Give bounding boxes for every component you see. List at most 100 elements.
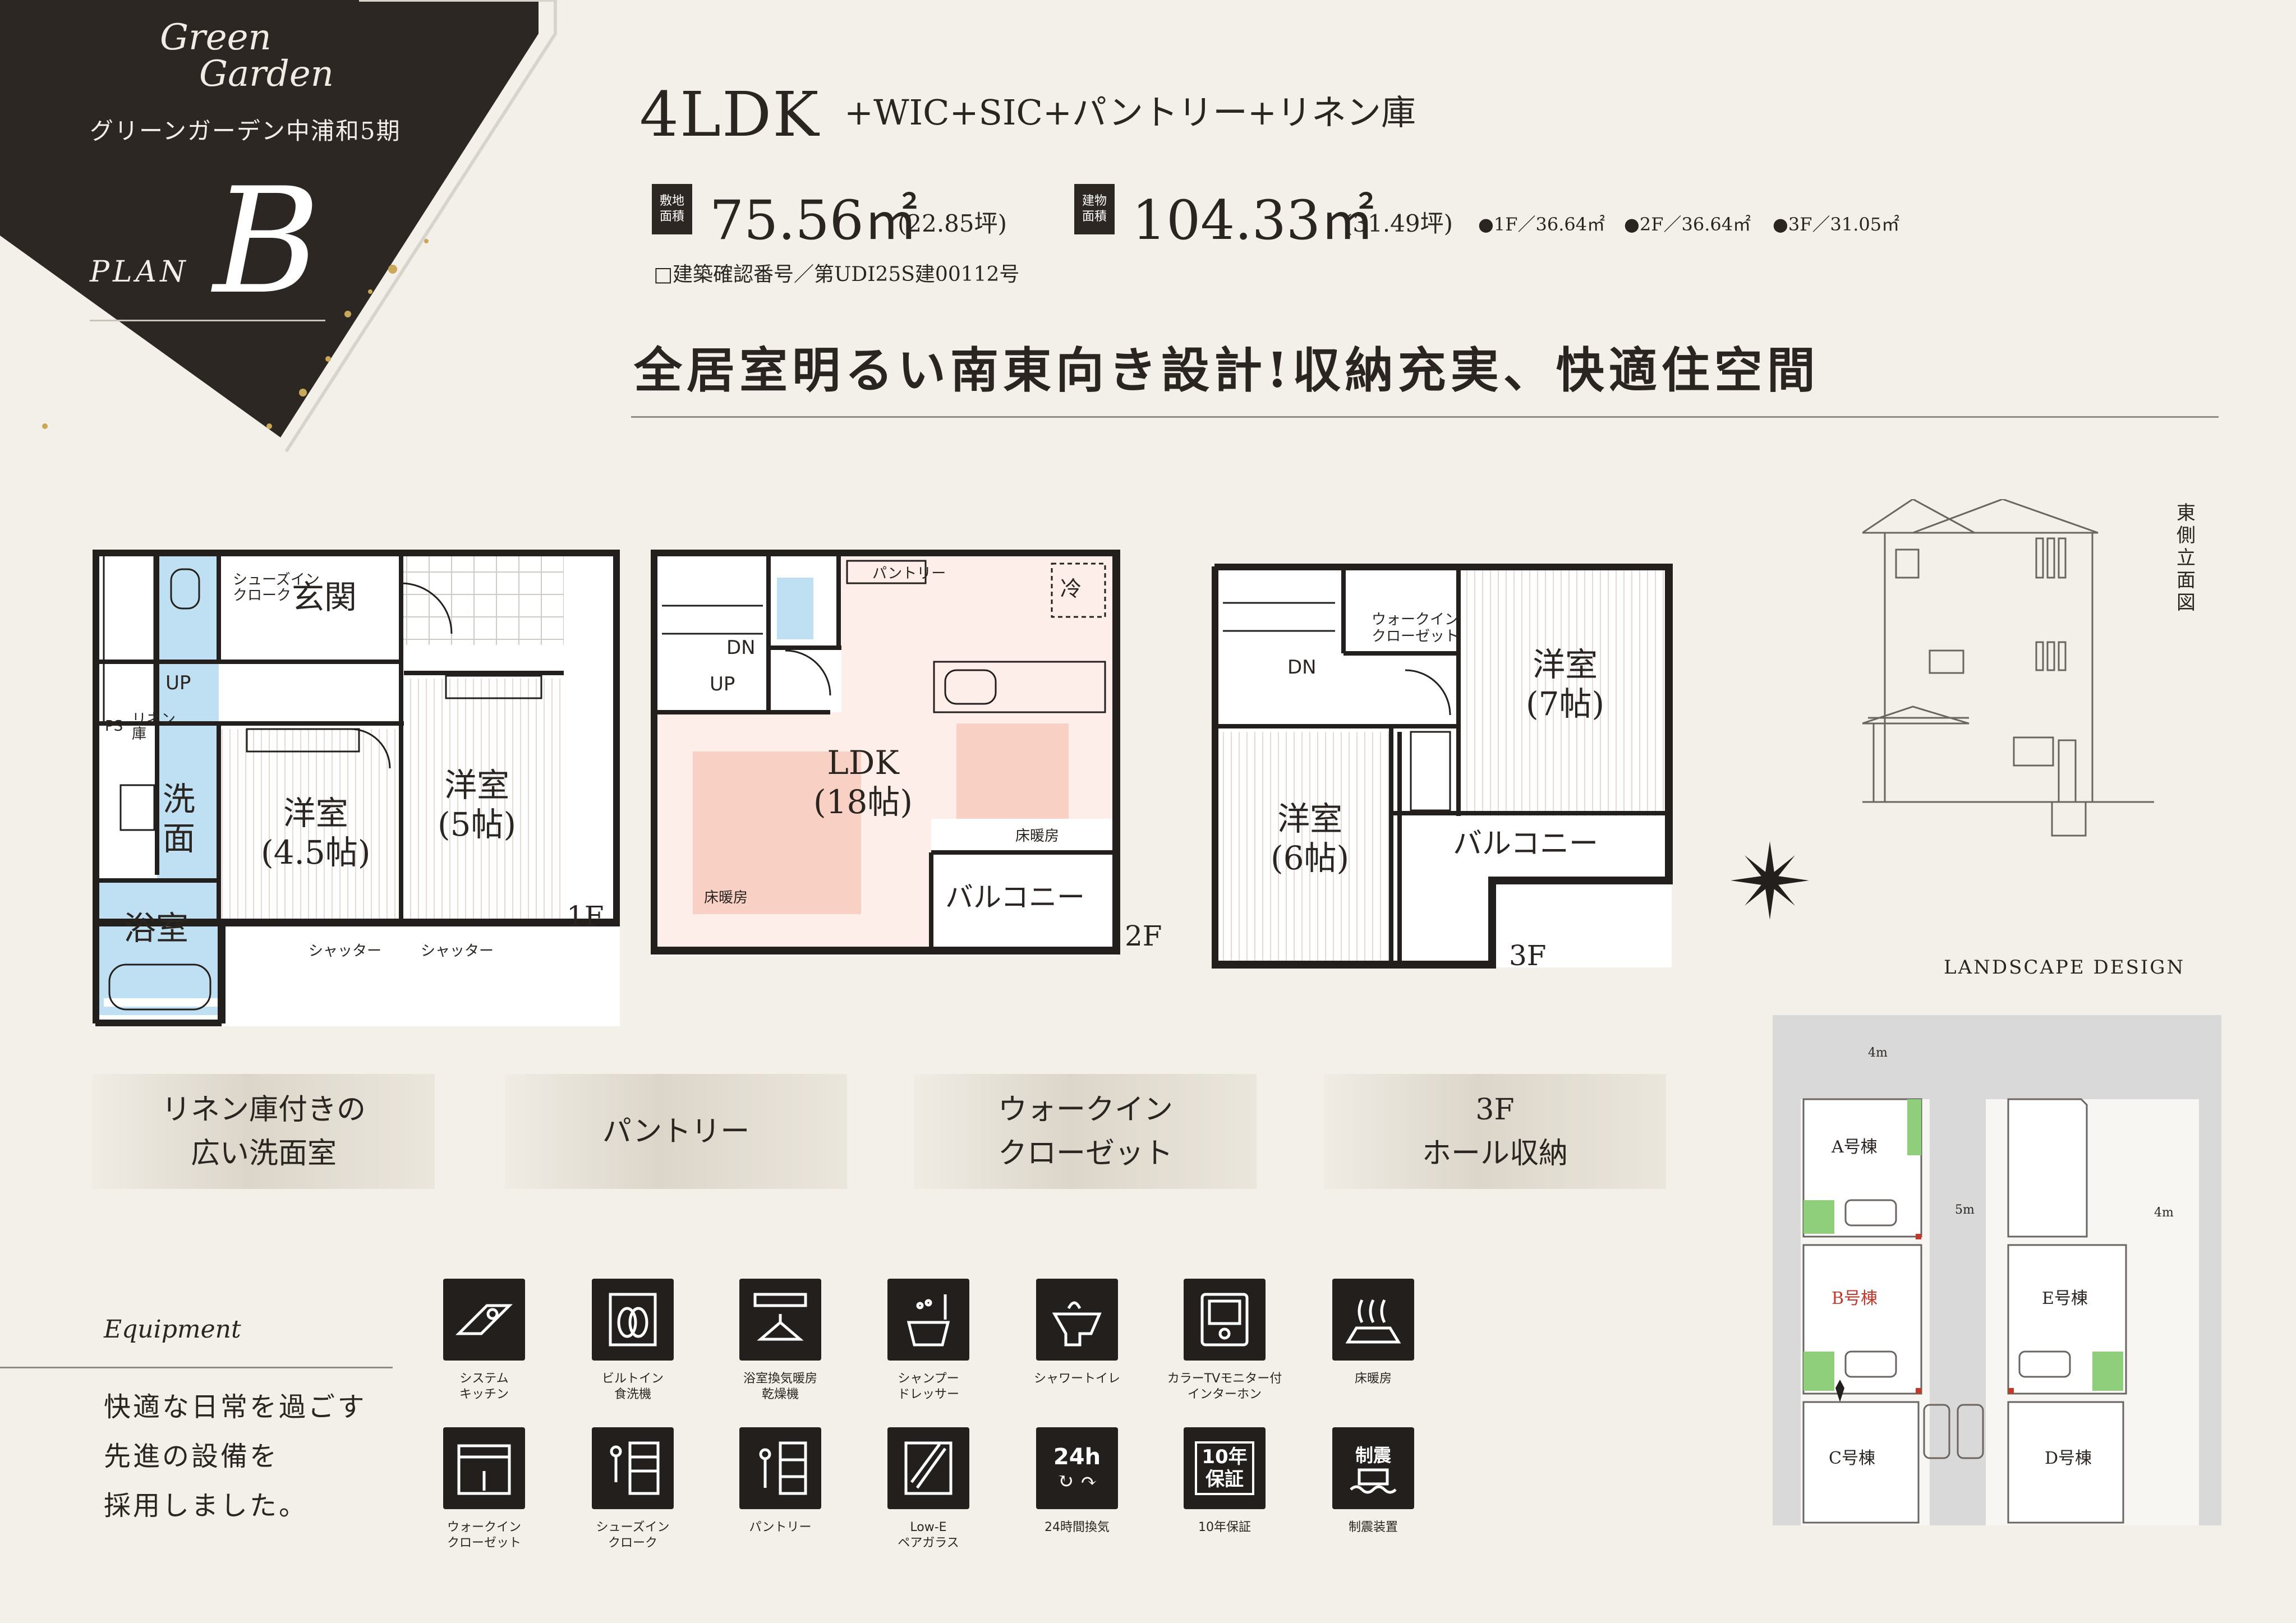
seismic-text: 制震 — [1355, 1445, 1391, 1466]
ps-label: PS — [105, 718, 123, 735]
landscape-design-title: LANDSCAPE DESIGN — [1944, 956, 2185, 979]
entrance-label: 玄関 — [292, 578, 357, 616]
compass-icon — [1731, 841, 1809, 920]
warranty-line1: 10年 — [1202, 1446, 1248, 1468]
equip-label-11: Low-E ペアガラス — [867, 1520, 990, 1551]
up-label-2f: UP — [710, 673, 735, 695]
shutter-label-2: シャッター — [421, 943, 494, 960]
equip-label-5: シャワートイレ — [1015, 1371, 1139, 1387]
floor-area-1f: ●1F／36.64㎡ — [1478, 214, 1605, 235]
ventilation-24h-text: 24h — [1053, 1444, 1101, 1470]
western-room-a-name: 洋室 — [283, 794, 348, 832]
equip-13-l1: 10年保証 — [1198, 1520, 1251, 1534]
lot-d-label: D号棟 — [2045, 1449, 2092, 1468]
up-label: UP — [165, 672, 191, 694]
equip-label-3: 浴室換気暖房乾燥機 — [719, 1371, 842, 1403]
lot-a-label: A号棟 — [1832, 1137, 1878, 1157]
land-area-badge: 敷地 面積 — [652, 184, 692, 234]
western-room-3b-size: (6帖) — [1271, 839, 1350, 877]
feature-4-line1: 3F — [1475, 1092, 1515, 1127]
dishwasher-icon — [592, 1279, 674, 1361]
equip-14-l1: 制震装置 — [1348, 1520, 1398, 1534]
floor-tag-1f: 1F — [567, 900, 604, 933]
brand-logo-text-top: Green — [160, 17, 272, 58]
washroom-line1: 洗 — [163, 780, 196, 818]
equip-1-l1: システム — [459, 1372, 509, 1386]
dn-label-2f: DN — [726, 637, 756, 659]
equip-label-2: ビルトイン食洗機 — [571, 1371, 694, 1403]
feature-walk-in-closet: ウォークインクローゼット — [914, 1074, 1257, 1189]
equip-8-l1: ウォークイン — [447, 1520, 521, 1534]
floor-tag-3f: 3F — [1509, 939, 1547, 972]
western-room-4-5-label: 洋室 (4.5帖) — [261, 794, 371, 872]
western-room-b-name: 洋室 — [444, 766, 510, 804]
project-name: グリーンガーデン中浦和5期 — [90, 117, 401, 145]
equip-3-l1: 浴室換気暖房 — [743, 1372, 817, 1386]
ldk-name: LDK — [827, 744, 899, 782]
shoe-closet-label: シューズイン クローク — [233, 572, 320, 603]
equip-2-l1: ビルトイン — [601, 1372, 664, 1386]
floorplan-2f-drawing — [650, 548, 1120, 956]
feature-3-line1: ウォークイン — [997, 1092, 1173, 1127]
land-area-value: 75.56㎡ — [710, 189, 918, 252]
feature-1-line1: リネン庫付きの — [161, 1092, 366, 1127]
plan-letter: B — [213, 157, 321, 326]
dn-label-3f: DN — [1287, 656, 1317, 679]
bathroom-label: 浴室 — [123, 909, 189, 947]
plan-word: PLAN — [90, 255, 189, 289]
warranty-icon: 10年 保証 — [1184, 1427, 1266, 1509]
equip-11-l2: ペアガラス — [898, 1536, 959, 1550]
floor-area-2f: ●2F／36.64㎡ — [1624, 214, 1751, 235]
equip-label-4: シャンプードレッサー — [867, 1371, 990, 1403]
washroom-line2: 面 — [163, 819, 196, 857]
equip-label-6: カラーTVモニター付インターホン — [1163, 1371, 1286, 1403]
equip-label-9: シューズインクローク — [571, 1520, 694, 1551]
feature-linen-washroom: リネン庫付きの広い洗面室 — [93, 1074, 435, 1189]
road-width-center: 5m — [1955, 1203, 1975, 1217]
building-area-value: 104.33㎡ — [1132, 189, 1374, 252]
floorplan-3f: DN ウォークイン クローゼット 洋室 (7帖) 洋室 (6帖) バルコニー 3… — [1211, 562, 1688, 979]
ventilation-arrows-icon: ↻ ↷ — [1057, 1469, 1097, 1493]
wic-label: ウォークイン クローゼット — [1372, 611, 1459, 645]
equip-10-l1: パントリー — [749, 1520, 812, 1534]
equipment-description: 快適な日常を過ごす 先進の設備を 採用しました。 — [104, 1382, 366, 1530]
shampoo-dresser-icon — [887, 1279, 969, 1361]
feature-pantry: パントリー — [505, 1074, 847, 1189]
equip-9-l1: シューズイン — [596, 1520, 670, 1534]
floorplan-3f-drawing — [1211, 562, 1673, 969]
pantry-icon — [739, 1427, 821, 1509]
equip-3-l2: 乾燥機 — [761, 1387, 799, 1401]
shutter-label-1: シャッター — [309, 943, 382, 960]
building-permit-number: □建築確認番号／第UDI25S建00112号 — [654, 263, 1020, 286]
floor-heating-icon — [1332, 1279, 1414, 1361]
western-room-6-label: 洋室 (6帖) — [1271, 799, 1349, 878]
equip-label-8: ウォークインクローゼット — [422, 1520, 546, 1551]
shower-toilet-icon — [1036, 1279, 1118, 1361]
layout-title: 4LDK — [639, 79, 820, 150]
equipment-text-line2: 先進の設備を — [104, 1441, 279, 1472]
feature-1-line2: 広い洗面室 — [190, 1136, 337, 1170]
feature-2-line1: パントリー — [602, 1114, 750, 1149]
linen-line1: リネン — [132, 711, 176, 728]
brand-logo-text-bottom: Garden — [199, 53, 334, 95]
equip-5-l1: シャワートイレ — [1033, 1372, 1120, 1386]
pantry-label: パントリー — [872, 565, 946, 582]
wic-line2: クローゼット — [1372, 628, 1460, 645]
lot-e-label: E号棟 — [2042, 1289, 2088, 1308]
shoe-closet-line1: シューズイン — [233, 571, 320, 588]
equip-11-l1: Low-E — [910, 1520, 947, 1534]
balcony-label-3f: バルコニー — [1453, 827, 1598, 861]
balcony-label-2f: バルコニー — [945, 881, 1085, 914]
bathroom-dryer-icon — [739, 1279, 821, 1361]
western-room-5-label: 洋室 (5帖) — [438, 766, 516, 844]
building-area-tsubo: (31.49坪) — [1343, 210, 1453, 237]
equip-6-l2: インターホン — [1187, 1387, 1262, 1401]
site-plan-drawing — [1773, 1015, 2221, 1525]
equip-label-12: 24時間換気 — [1015, 1520, 1139, 1536]
headline: 全居室明るい南東向き設計!収納充実、快適住空間 — [634, 342, 1820, 399]
ldk-size: (18帖) — [813, 783, 913, 821]
equipment-text-line1: 快適な日常を過ごす — [104, 1391, 367, 1423]
wic-line1: ウォークイン — [1372, 611, 1460, 628]
equipment-text-line3: 採用しました。 — [104, 1490, 309, 1521]
western-room-a-size: (4.5帖) — [261, 833, 371, 872]
